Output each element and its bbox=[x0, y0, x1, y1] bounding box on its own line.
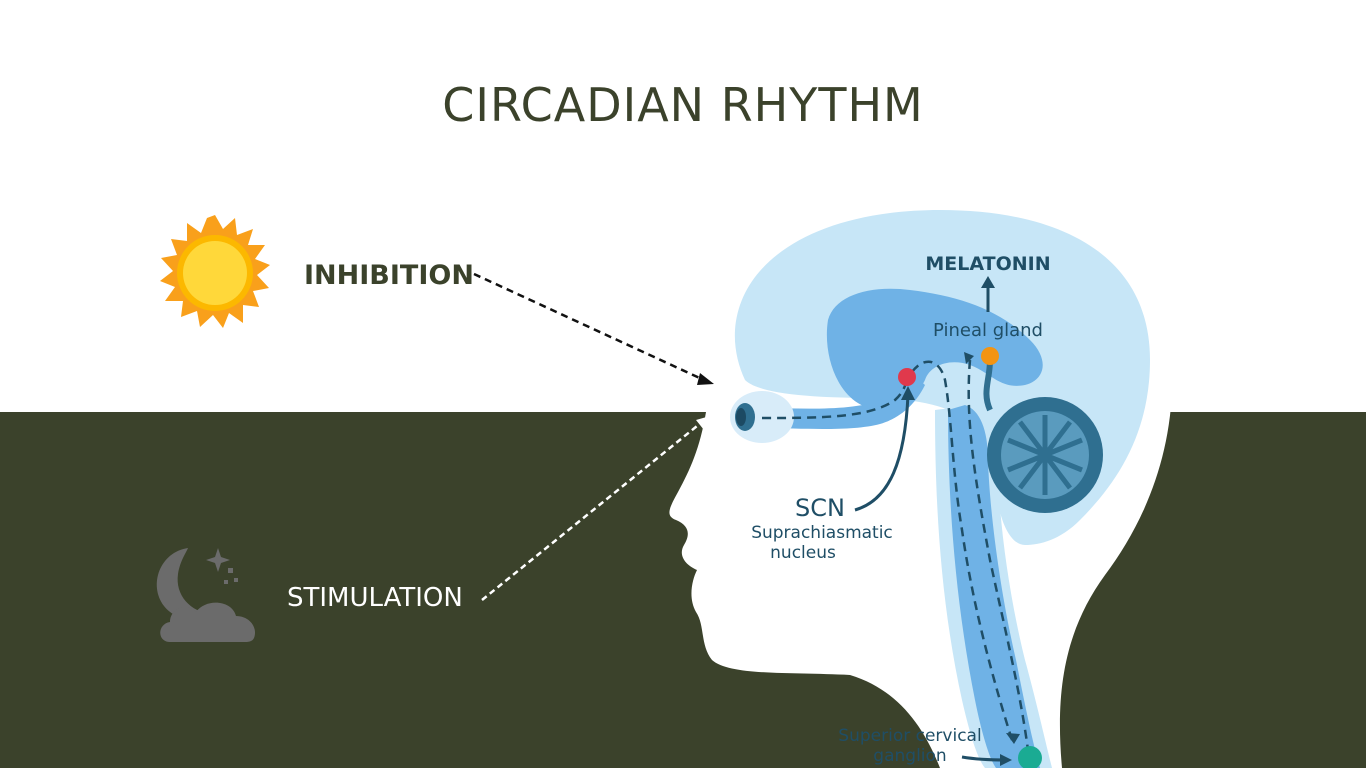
scn-description-line2: nucleus bbox=[770, 543, 836, 563]
inhibition-label: INHIBITION bbox=[304, 260, 474, 291]
pathway-arrowhead bbox=[1006, 733, 1020, 744]
midbrain-structure bbox=[826, 288, 1043, 410]
scn-description-line1: Suprachiasmatic bbox=[751, 523, 893, 543]
melatonin-label: MELATONIN bbox=[925, 253, 1050, 275]
pineal-stalk bbox=[983, 359, 993, 412]
scn-pointer bbox=[854, 394, 910, 512]
stimulation-arrowhead bbox=[696, 416, 710, 430]
optic-nerve bbox=[752, 372, 925, 429]
inhibition-arrow bbox=[473, 272, 705, 382]
pineal-dot bbox=[981, 347, 999, 365]
scn-pointer-head bbox=[901, 386, 915, 400]
inhibition-arrowhead bbox=[697, 373, 714, 385]
moon-cloud-icon bbox=[156, 548, 256, 642]
scn-dot bbox=[898, 368, 916, 386]
ganglion-pointer-head bbox=[1000, 754, 1012, 766]
melatonin-arrowhead bbox=[981, 276, 995, 288]
brainstem-inner bbox=[948, 405, 1040, 768]
ganglion-dot bbox=[1018, 746, 1042, 768]
page-title: CIRCADIAN RHYTHM bbox=[442, 78, 924, 132]
ganglion-label-line1: Superior cervical bbox=[838, 726, 981, 746]
cerebellum bbox=[987, 397, 1103, 513]
stimulation-arrow bbox=[481, 421, 703, 601]
sun-icon bbox=[160, 215, 270, 328]
pathway-arrowhead bbox=[964, 352, 974, 364]
neural-pathway bbox=[761, 359, 1030, 751]
scn-label: SCN bbox=[795, 494, 845, 522]
stimulation-label: STIMULATION bbox=[287, 583, 463, 613]
ganglion-label-line2: ganglion bbox=[873, 746, 946, 766]
pineal-gland-label: Pineal gland bbox=[933, 320, 1043, 341]
